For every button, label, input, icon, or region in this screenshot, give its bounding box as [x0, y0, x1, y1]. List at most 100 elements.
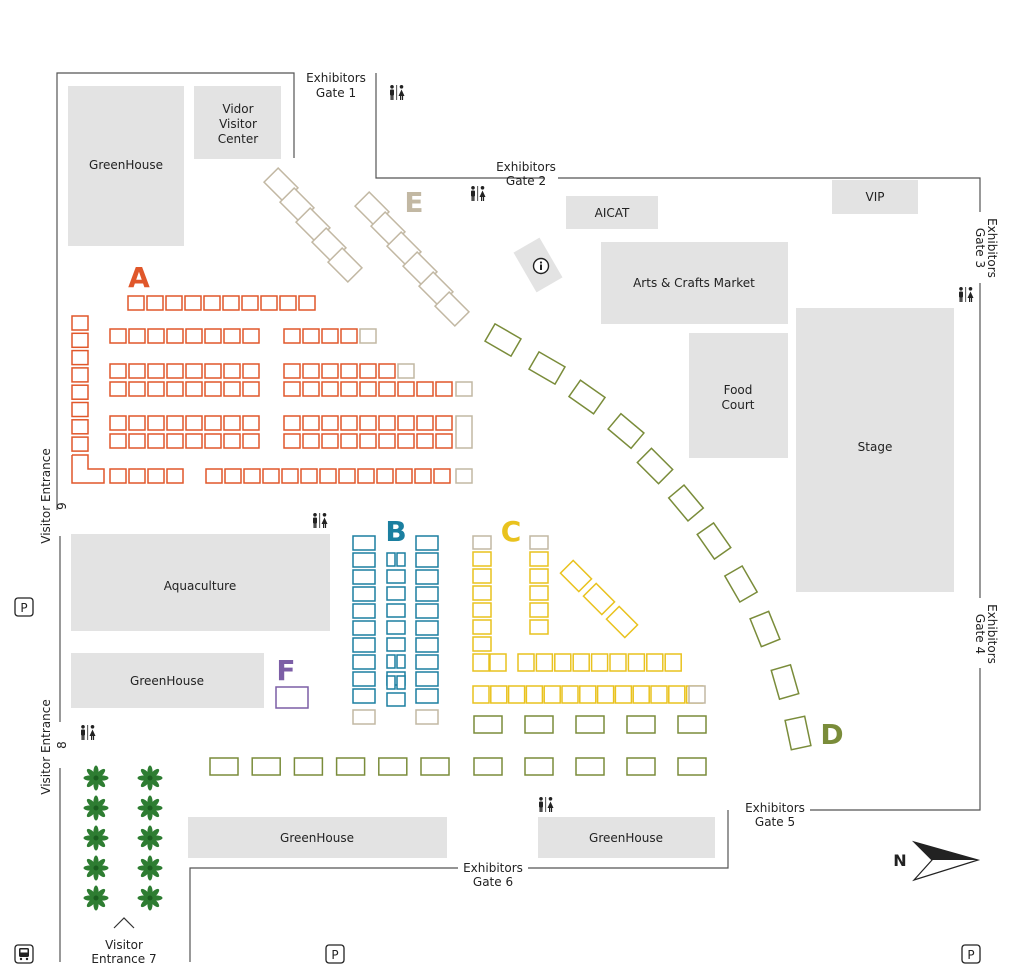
booth[interactable]: [614, 685, 633, 704]
booth[interactable]: [386, 692, 406, 707]
booth[interactable]: [472, 568, 492, 584]
booth[interactable]: [352, 709, 376, 725]
booth[interactable]: [71, 367, 89, 383]
booth[interactable]: [472, 653, 490, 672]
booth[interactable]: [561, 685, 579, 704]
booth[interactable]: [483, 322, 523, 358]
restroom-icon[interactable]: [471, 186, 486, 201]
booth[interactable]: [415, 569, 439, 585]
booth[interactable]: [472, 685, 490, 704]
booth[interactable]: [146, 295, 164, 311]
booth[interactable]: [71, 315, 89, 331]
booth[interactable]: [71, 419, 89, 435]
booth[interactable]: [609, 653, 627, 672]
booth[interactable]: [386, 569, 406, 584]
booth[interactable]: [302, 415, 320, 431]
booth[interactable]: [784, 715, 812, 751]
booth[interactable]: [242, 328, 260, 344]
booth[interactable]: [204, 433, 222, 449]
booth[interactable]: [395, 468, 413, 484]
booth[interactable]: [397, 433, 415, 449]
booth[interactable]: [165, 295, 183, 311]
booth[interactable]: [386, 552, 396, 567]
info-kiosk[interactable]: [513, 237, 563, 293]
booth[interactable]: [321, 433, 339, 449]
booth[interactable]: [472, 602, 492, 618]
booth[interactable]: [204, 415, 222, 431]
booth[interactable]: [185, 433, 203, 449]
booth[interactable]: [472, 585, 492, 601]
booth[interactable]: [340, 363, 358, 379]
booth[interactable]: [184, 295, 202, 311]
booth[interactable]: [352, 603, 376, 619]
booth[interactable]: [260, 295, 278, 311]
booth[interactable]: [222, 295, 240, 311]
booth[interactable]: [415, 552, 439, 568]
booth[interactable]: [664, 653, 682, 672]
booth[interactable]: [559, 559, 593, 593]
booth[interactable]: [605, 605, 639, 639]
booth[interactable]: [396, 654, 406, 669]
booth[interactable]: [473, 715, 503, 734]
booth[interactable]: [415, 603, 439, 619]
booth[interactable]: [386, 586, 406, 601]
booth[interactable]: [770, 663, 800, 701]
booth[interactable]: [321, 381, 339, 397]
booth[interactable]: [359, 415, 377, 431]
booth[interactable]: [204, 328, 222, 344]
booth[interactable]: [321, 363, 339, 379]
booth[interactable]: [627, 653, 646, 672]
booth[interactable]: [281, 468, 299, 484]
booth[interactable]: [397, 363, 415, 379]
booth[interactable]: [489, 653, 507, 672]
booth[interactable]: [396, 552, 406, 567]
booth[interactable]: [166, 381, 184, 397]
booth[interactable]: [386, 620, 406, 635]
booth[interactable]: [109, 468, 127, 484]
restroom-icon[interactable]: [390, 85, 405, 100]
booth[interactable]: [128, 328, 146, 344]
booth[interactable]: [473, 757, 503, 776]
booth[interactable]: [529, 619, 549, 635]
booth[interactable]: [650, 685, 668, 704]
greenhouse-s1-block[interactable]: [188, 817, 447, 858]
restroom-icon[interactable]: [81, 725, 96, 740]
restroom-icon[interactable]: [313, 513, 328, 528]
booth[interactable]: [668, 685, 686, 704]
booth[interactable]: [386, 675, 396, 690]
booth[interactable]: [298, 295, 316, 311]
booth[interactable]: [338, 468, 356, 484]
booth[interactable]: [378, 415, 396, 431]
booth[interactable]: [416, 381, 434, 397]
booth[interactable]: [283, 381, 301, 397]
booth[interactable]: [420, 757, 450, 776]
booth[interactable]: [300, 468, 318, 484]
booth[interactable]: [242, 363, 260, 379]
booth[interactable]: [340, 381, 358, 397]
booth[interactable]: [607, 412, 645, 450]
booth[interactable]: [71, 332, 89, 349]
vip-block[interactable]: [832, 180, 918, 214]
booth[interactable]: [626, 715, 656, 734]
booth[interactable]: [386, 654, 396, 669]
booth[interactable]: [147, 468, 165, 484]
parking-icon[interactable]: P: [325, 944, 345, 964]
booth[interactable]: [455, 415, 473, 449]
booth[interactable]: [243, 468, 261, 484]
stage-block[interactable]: [796, 308, 954, 592]
booth[interactable]: [749, 610, 781, 648]
booth[interactable]: [185, 381, 203, 397]
greenhouse-s2-block[interactable]: [538, 817, 715, 858]
booth[interactable]: [302, 363, 320, 379]
booth[interactable]: [378, 757, 408, 776]
booth[interactable]: [397, 381, 415, 397]
booth[interactable]: [582, 582, 616, 616]
booth[interactable]: [209, 757, 239, 776]
booth[interactable]: [359, 381, 377, 397]
booth[interactable]: [435, 415, 453, 431]
restroom-icon[interactable]: [539, 797, 554, 812]
booth[interactable]: [415, 535, 439, 551]
booth[interactable]: [185, 415, 203, 431]
booth[interactable]: [414, 468, 432, 484]
booth[interactable]: [223, 433, 241, 449]
